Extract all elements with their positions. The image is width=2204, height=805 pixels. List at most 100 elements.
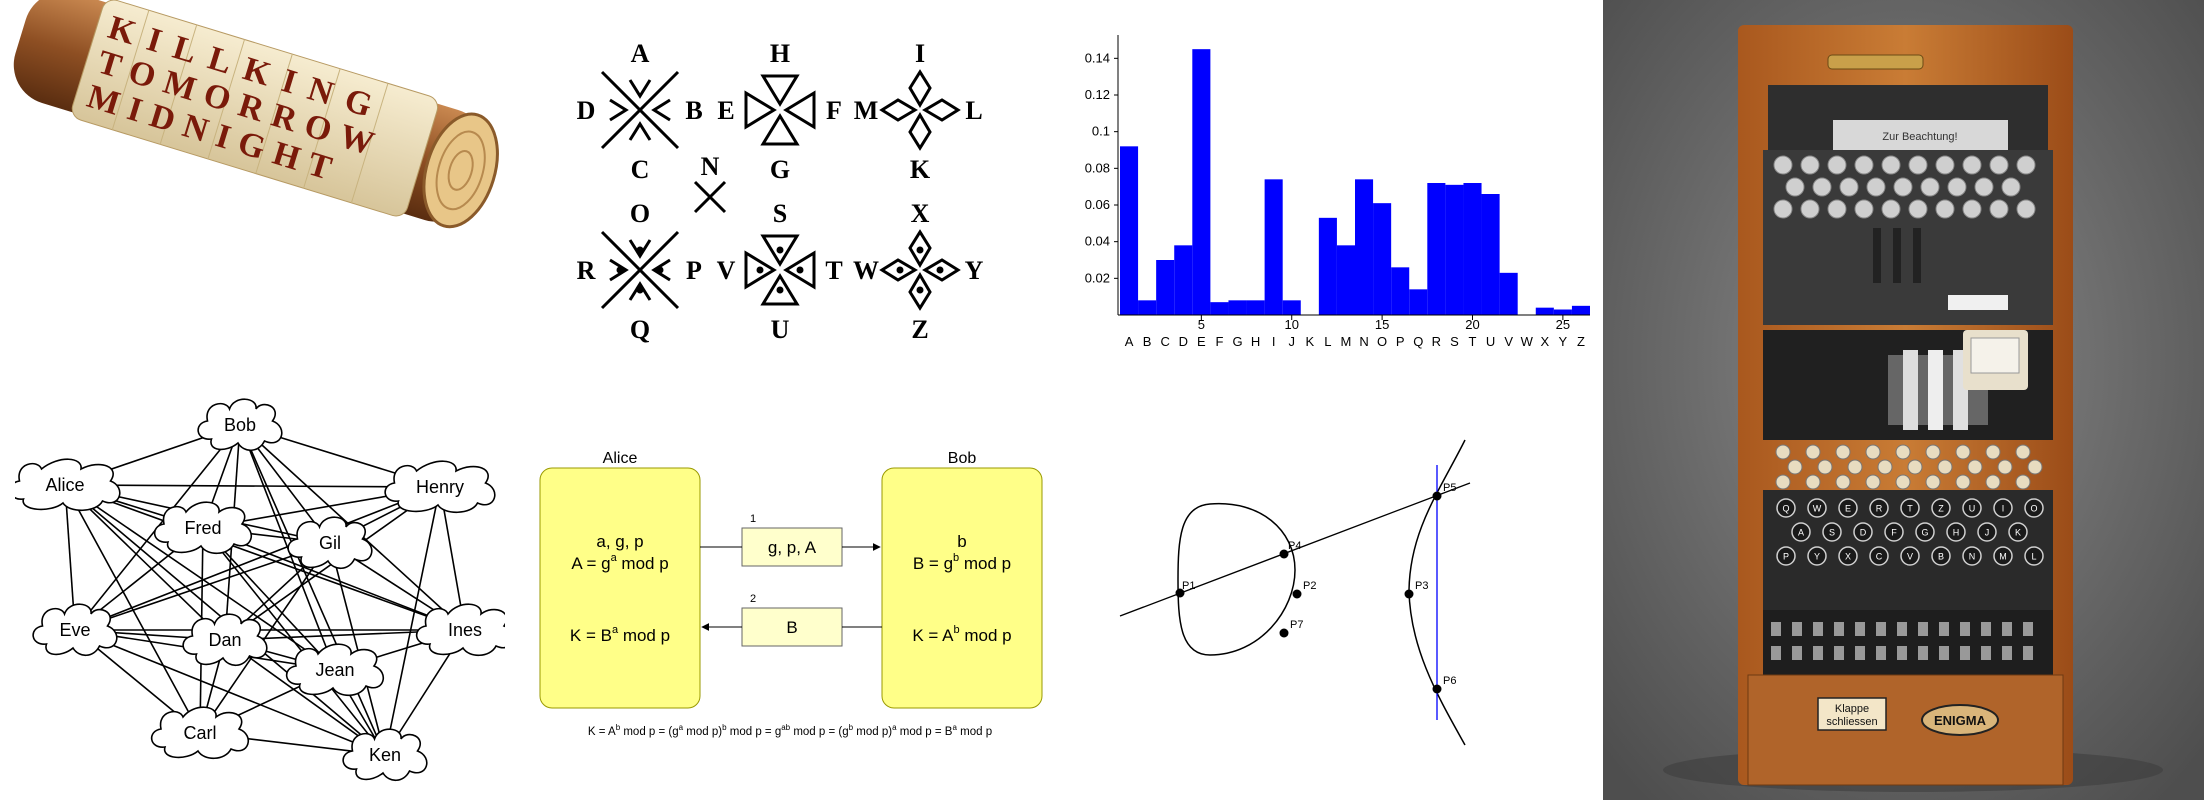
enigma-key-k: K bbox=[2008, 522, 2028, 542]
graph-edge bbox=[64, 484, 336, 671]
alice-shared-key: K = Ba mod p bbox=[570, 624, 670, 645]
alice-box bbox=[539, 467, 701, 709]
graph-edge bbox=[74, 629, 386, 756]
graph-edge bbox=[329, 542, 386, 756]
enigma-key-t: T bbox=[1900, 498, 1920, 518]
svg-text:F: F bbox=[1891, 528, 1897, 538]
pigpen-letter-o: O bbox=[630, 199, 650, 228]
graph-edge bbox=[64, 484, 441, 488]
y-tick-label: 0.02 bbox=[1085, 270, 1110, 285]
bar-g bbox=[1228, 300, 1247, 315]
curve-point-p2 bbox=[1292, 589, 1302, 599]
graph-node-eve: Eve bbox=[32, 603, 118, 657]
diffie-hellman-diagram: Alice Bob a, g, p A = ga mod p K = Ba mo… bbox=[535, 440, 1055, 750]
x-category-label: M bbox=[1341, 334, 1352, 349]
svg-text:Y: Y bbox=[1814, 552, 1820, 562]
x-category-label: Z bbox=[1577, 334, 1585, 349]
svg-text:C: C bbox=[1876, 552, 1883, 562]
enigma-key-o: O bbox=[2024, 498, 2044, 518]
graph-node-label: Eve bbox=[59, 620, 90, 640]
bar-p bbox=[1391, 267, 1410, 315]
enigma-key-f: F bbox=[1884, 522, 1904, 542]
graph-node-label: Ines bbox=[448, 620, 482, 640]
y-tick-label: 0.14 bbox=[1085, 50, 1110, 65]
graph-edge bbox=[74, 486, 441, 631]
enigma-lid-label-2: schliessen bbox=[1826, 716, 1877, 728]
graph-node-carl: Carl bbox=[150, 706, 250, 760]
enigma-key-g: G bbox=[1915, 522, 1935, 542]
pigpen-letter-s: S bbox=[773, 199, 787, 228]
enigma-key-r: R bbox=[1869, 498, 1889, 518]
bar-e bbox=[1192, 49, 1211, 316]
alice-params: a, g, p bbox=[596, 532, 643, 551]
message-2-label: B bbox=[786, 618, 797, 637]
curve-point-p5 bbox=[1432, 491, 1442, 501]
x-category-label: E bbox=[1197, 334, 1206, 349]
svg-text:X: X bbox=[1845, 552, 1851, 562]
x-category-label: L bbox=[1324, 334, 1331, 349]
curve-point-label: P7 bbox=[1290, 619, 1303, 631]
y-tick-label: 0.08 bbox=[1085, 160, 1110, 175]
svg-text:J: J bbox=[1985, 528, 1990, 538]
enigma-key-d: D bbox=[1853, 522, 1873, 542]
equation-term: mod p) bbox=[683, 726, 722, 738]
bob-shared-key: K = Ab mod p bbox=[912, 624, 1011, 645]
equation-term: mod p) bbox=[853, 726, 892, 738]
pigpen-letter-m: M bbox=[854, 96, 879, 125]
enigma-key-q: Q bbox=[1776, 498, 1796, 518]
bar-o bbox=[1373, 203, 1392, 315]
x-category-label: D bbox=[1179, 334, 1188, 349]
svg-text:V: V bbox=[1907, 552, 1913, 562]
svg-text:S: S bbox=[1829, 528, 1835, 538]
bar-x bbox=[1535, 307, 1554, 315]
bob-secret: b bbox=[957, 532, 966, 551]
bar-t bbox=[1463, 183, 1482, 315]
graph-node-label: Carl bbox=[183, 723, 216, 743]
graph-node-ken: Ken bbox=[342, 728, 428, 782]
enigma-key-z: Z bbox=[1931, 498, 1951, 518]
bar-m bbox=[1336, 245, 1355, 315]
svg-text:Q: Q bbox=[1782, 504, 1789, 514]
pigpen-letter-r: R bbox=[577, 256, 596, 285]
x-category-label: T bbox=[1469, 334, 1477, 349]
curve-point-p6 bbox=[1432, 684, 1442, 694]
graph-node-label: Alice bbox=[45, 475, 84, 495]
bob-public-key: B = gb mod p bbox=[913, 552, 1011, 573]
enigma-brand: ENIGMA bbox=[1934, 713, 1987, 728]
x-tick-label: 25 bbox=[1556, 317, 1570, 332]
shared-key-equation: K = Ab mod p = (ga mod p)b mod p = gab m… bbox=[588, 723, 992, 738]
x-category-label: B bbox=[1143, 334, 1152, 349]
svg-text:P: P bbox=[1783, 552, 1789, 562]
pigpen-letter-w: W bbox=[853, 256, 879, 285]
message-1-label: g, p, A bbox=[768, 538, 817, 557]
pigpen-letter-z: Z bbox=[911, 315, 928, 344]
bar-h bbox=[1246, 300, 1265, 315]
x-tick-label: 20 bbox=[1465, 317, 1479, 332]
graph-node-jean: Jean bbox=[285, 643, 385, 697]
curve-point-p7 bbox=[1279, 628, 1289, 638]
x-category-label: W bbox=[1521, 334, 1534, 349]
x-category-label: I bbox=[1272, 334, 1276, 349]
x-tick-label: 5 bbox=[1198, 317, 1205, 332]
svg-text:U: U bbox=[1969, 504, 1976, 514]
graph-edge bbox=[384, 486, 441, 756]
enigma-key-v: V bbox=[1900, 546, 1920, 566]
svg-text:Z: Z bbox=[1938, 504, 1944, 514]
bar-n bbox=[1355, 179, 1374, 315]
svg-text:W: W bbox=[1813, 504, 1822, 514]
svg-text:R: R bbox=[1876, 504, 1883, 514]
x-category-label: P bbox=[1396, 334, 1405, 349]
x-tick-label: 10 bbox=[1284, 317, 1298, 332]
x-category-label: U bbox=[1486, 334, 1495, 349]
message-1-number: 1 bbox=[750, 513, 756, 525]
svg-text:E: E bbox=[1845, 504, 1851, 514]
bob-title: Bob bbox=[948, 450, 977, 467]
svg-text:H: H bbox=[1953, 528, 1960, 538]
